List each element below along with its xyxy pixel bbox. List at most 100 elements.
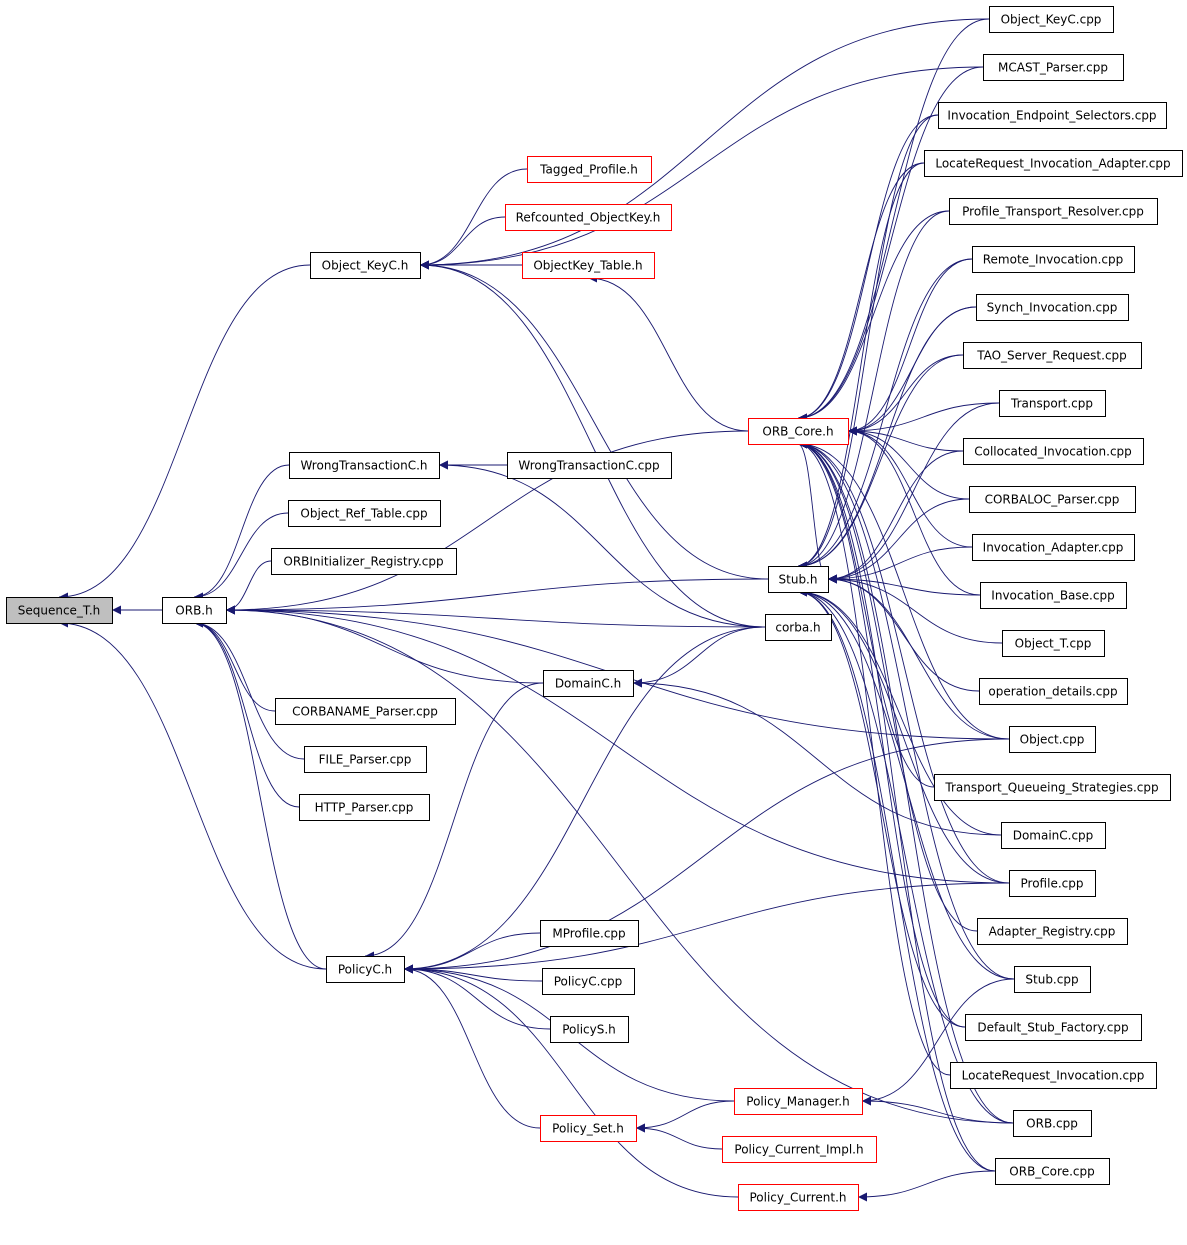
node-profile-cpp[interactable]: Profile.cpp <box>1009 870 1096 897</box>
node-policy-current-impl-h[interactable]: Policy_Current_Impl.h <box>722 1136 877 1163</box>
node-corbaloc-parser-cpp[interactable]: CORBALOC_Parser.cpp <box>969 486 1136 513</box>
node-domainc-h[interactable]: DomainC.h <box>543 670 634 697</box>
node-policyc-h[interactable]: PolicyC.h <box>326 956 405 983</box>
node-box <box>965 1014 1142 1041</box>
node-invocation-endpoint-selectors-cpp[interactable]: Invocation_Endpoint_Selectors.cpp <box>938 102 1167 129</box>
node-stub-h[interactable]: Stub.h <box>768 566 829 593</box>
node-box <box>1009 726 1096 753</box>
node-objectkey-table-h[interactable]: ObjectKey_Table.h <box>522 252 655 279</box>
edge-stub_h-to-orb_h <box>225 578 769 615</box>
edge-object_ref_table_cpp-to-orb_h <box>193 512 289 602</box>
node-box <box>310 252 421 279</box>
node-object-t-cpp[interactable]: Object_T.cpp <box>1002 630 1105 657</box>
node-synch-invocation-cpp[interactable]: Synch_Invocation.cpp <box>976 294 1129 321</box>
node-label: CORBANAME_Parser.cpp <box>292 705 438 719</box>
node-box <box>995 1158 1110 1185</box>
node-label: operation_details.cpp <box>988 685 1117 699</box>
node-label: Object_KeyC.cpp <box>1001 13 1102 27</box>
node-transport-cpp[interactable]: Transport.cpp <box>999 390 1106 417</box>
node-mcast-parser-cpp[interactable]: MCAST_Parser.cpp <box>983 54 1124 81</box>
node-label: FILE_Parser.cpp <box>319 753 412 767</box>
node-box <box>977 918 1128 945</box>
edge-corba_h-to-policyc_h <box>403 626 766 974</box>
node-default-stub-factory-cpp[interactable]: Default_Stub_Factory.cpp <box>965 1014 1142 1041</box>
edge-orb_core_cpp-to-orb_core_h <box>797 439 996 1172</box>
edge-collocated_invocation_cpp-to-orb_core_h <box>847 426 964 452</box>
node-object-keyc-h[interactable]: Object_KeyC.h <box>310 252 421 279</box>
node-collocated-invocation-cpp[interactable]: Collocated_Invocation.cpp <box>963 438 1144 465</box>
node-label: Transport.cpp <box>1010 397 1093 411</box>
edge-orb_cpp-to-policy_manager_h <box>861 1096 1014 1124</box>
node-box <box>738 1184 859 1211</box>
node-http-parser-cpp[interactable]: HTTP_Parser.cpp <box>299 794 430 821</box>
node-object-keyc-cpp[interactable]: Object_KeyC.cpp <box>989 6 1114 33</box>
node-orb-h[interactable]: ORB.h <box>162 597 227 624</box>
edge-stub_cpp-to-policy_manager_h <box>861 978 1015 1106</box>
edge-orb_cpp-to-stub_h <box>797 587 1014 1124</box>
edge-locaterequest_invocation_cpp-to-orb_core_h <box>797 439 951 1076</box>
node-orb-cpp[interactable]: ORB.cpp <box>1013 1110 1092 1137</box>
node-invocation-base-cpp[interactable]: Invocation_Base.cpp <box>980 582 1127 609</box>
node-locaterequest-invocation-adapter-cpp[interactable]: LocateRequest_Invocation_Adapter.cpp <box>924 150 1183 177</box>
node-orb-core-cpp[interactable]: ORB_Core.cpp <box>995 1158 1110 1185</box>
edge-default_stub_factory_cpp-to-orb_core_h <box>797 439 966 1028</box>
node-label: ORB_Core.h <box>762 425 833 439</box>
edge-transport_cpp-to-stub_h <box>827 402 1000 584</box>
node-label: Profile_Transport_Resolver.cpp <box>962 205 1144 219</box>
node-label: Refcounted_ObjectKey.h <box>516 211 661 225</box>
node-label: Policy_Current_Impl.h <box>734 1143 863 1157</box>
node-object-ref-table-cpp[interactable]: Object_Ref_Table.cpp <box>288 500 441 527</box>
node-box <box>299 794 430 821</box>
node-stub-cpp[interactable]: Stub.cpp <box>1014 966 1091 993</box>
edge-domainc_cpp-to-domainc_h <box>632 678 1002 836</box>
node-refcounted-objectkey-h[interactable]: Refcounted_ObjectKey.h <box>505 204 672 231</box>
node-label: TAO_Server_Request.cpp <box>976 349 1127 363</box>
edge-policy_set_h-to-policyc_h <box>403 964 541 1129</box>
node-policyc-cpp[interactable]: PolicyC.cpp <box>542 968 635 995</box>
node-policy-set-h[interactable]: Policy_Set.h <box>540 1115 637 1142</box>
node-policys-h[interactable]: PolicyS.h <box>550 1016 629 1043</box>
node-transport-queueing-strategies-cpp[interactable]: Transport_Queueing_Strategies.cpp <box>934 774 1171 801</box>
node-policy-manager-h[interactable]: Policy_Manager.h <box>734 1088 863 1115</box>
node-remote-invocation-cpp[interactable]: Remote_Invocation.cpp <box>972 246 1135 273</box>
edge-corba_h-to-orb_h <box>225 605 766 628</box>
node-corba-h[interactable]: corba.h <box>765 614 832 641</box>
node-box <box>540 1115 637 1142</box>
node-box <box>934 774 1171 801</box>
node-operation-details-cpp[interactable]: operation_details.cpp <box>979 678 1128 705</box>
node-mprofile-cpp[interactable]: MProfile.cpp <box>540 920 639 947</box>
node-object-cpp[interactable]: Object.cpp <box>1009 726 1096 753</box>
edge-object_cpp-to-stub_h <box>827 574 1010 740</box>
node-locaterequest-invocation-cpp[interactable]: LocateRequest_Invocation.cpp <box>950 1062 1157 1089</box>
edge-policy_current_impl_h-to-policy_set_h <box>635 1123 723 1150</box>
node-label: LocateRequest_Invocation.cpp <box>962 1069 1145 1083</box>
node-box <box>304 746 427 773</box>
node-profile-transport-resolver-cpp[interactable]: Profile_Transport_Resolver.cpp <box>949 198 1158 225</box>
node-orbinitializer-registry-cpp[interactable]: ORBInitializer_Registry.cpp <box>271 548 457 575</box>
node-label: corba.h <box>775 621 820 635</box>
node-box <box>543 670 634 697</box>
edge-corbaloc_parser_cpp-to-stub_h <box>827 498 970 584</box>
node-orb-core-h[interactable]: ORB_Core.h <box>748 418 849 445</box>
node-domainc-cpp[interactable]: DomainC.cpp <box>1001 822 1106 849</box>
node-invocation-adapter-cpp[interactable]: Invocation_Adapter.cpp <box>972 534 1135 561</box>
node-file-parser-cpp[interactable]: FILE_Parser.cpp <box>304 746 427 773</box>
edge-object_t_cpp-to-stub_h <box>827 574 1003 644</box>
node-tagged-profile-h[interactable]: Tagged_Profile.h <box>527 156 652 183</box>
edge-policys_h-to-policyc_h <box>403 964 551 1030</box>
node-box <box>938 102 1167 129</box>
node-wrongtransactionc-h[interactable]: WrongTransactionC.h <box>289 452 440 479</box>
node-policy-current-h[interactable]: Policy_Current.h <box>738 1184 859 1211</box>
node-tao-server-request-cpp[interactable]: TAO_Server_Request.cpp <box>963 342 1142 369</box>
edge-policy_manager_h-to-policy_set_h <box>635 1100 735 1133</box>
edge-collocated_invocation_cpp-to-stub_h <box>827 450 964 584</box>
node-box <box>950 1062 1157 1089</box>
node-corbaname-parser-cpp[interactable]: CORBANAME_Parser.cpp <box>275 698 456 725</box>
node-label: Tagged_Profile.h <box>539 163 638 177</box>
node-label: Object.cpp <box>1020 733 1085 747</box>
node-adapter-registry-cpp[interactable]: Adapter_Registry.cpp <box>977 918 1128 945</box>
node-box <box>326 956 405 983</box>
node-wrongtransactionc-cpp[interactable]: WrongTransactionC.cpp <box>507 452 672 479</box>
edge-remote_invocation_cpp-to-orb_core_h <box>847 258 973 436</box>
